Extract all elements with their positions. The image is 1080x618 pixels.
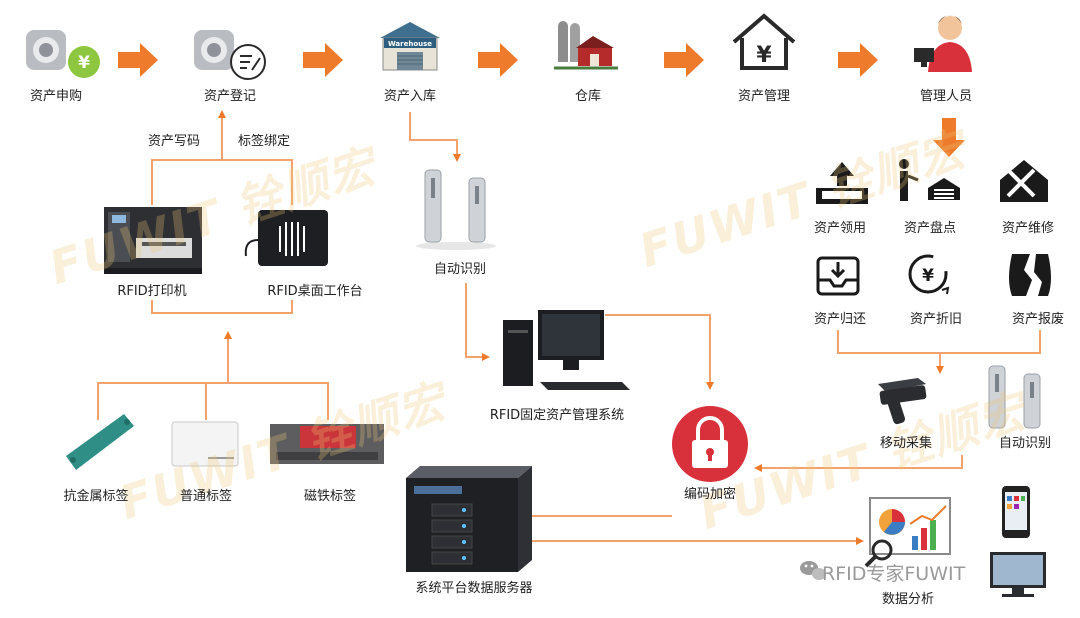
normal-tag-icon [171,421,239,467]
asset-use-icon [816,162,868,204]
wechat-icon [800,561,826,580]
arrow-right-3 [478,43,518,77]
line-system-lock [605,314,714,390]
monitor-icon [990,552,1046,597]
label-inbound: 资产入库 [383,89,437,104]
asset-repair-icon [1000,160,1048,202]
svg-text:¥: ¥ [756,43,772,68]
label-asset-depreciation: 资产折旧 [909,312,963,327]
magnet-tag-icon [270,424,384,464]
anti-metal-tag-icon [66,414,134,470]
warehouse-building-icon: Warehouse [380,22,440,71]
auto-id-reader-icon-2 [988,365,1041,429]
arrow-down-staff [933,118,965,157]
label-warehouse: 仓库 [574,89,602,104]
line-ops-bracket [837,330,1041,354]
connector-lines [97,110,1041,545]
label-auto-id-2: 自动识别 [998,436,1052,451]
arrow-right-4 [664,43,704,77]
label-staff: 管理人员 [919,89,973,104]
register-icon [194,30,266,80]
asset-house-icon: ¥ [732,13,796,70]
top-flow-arrows [118,43,965,157]
line-autoid-system [465,283,490,361]
label-write-code: 资产写码 [147,134,201,149]
label-encrypt: 编码加密 [683,487,737,502]
label-tag-binding: 标签绑定 [237,134,291,149]
purchase-icon: ¥ [26,30,100,78]
label-server: 系统平台数据服务器 [415,581,533,596]
line-printer-desk [151,300,293,314]
label-mobile-collect: 移动采集 [879,436,933,451]
auto-id-reader-icon-1 [416,169,496,250]
label-asset-repair: 资产维修 [1001,221,1055,236]
mobile-collector-icon [878,378,927,425]
label-asset-return: 资产归还 [813,312,867,327]
brand-label: RFID专家FUWIT [822,563,966,585]
svg-text:¥: ¥ [78,53,90,73]
lock-icon [672,406,748,482]
arrow-right-1 [118,43,158,77]
label-asset-scrap: 资产报废 [1011,312,1065,327]
arrow-right-5 [838,43,878,77]
warehouse-sign-text: Warehouse [388,40,432,48]
label-magnet-tag: 磁铁标签 [303,489,357,504]
asset-depreciation-icon: ¥ [908,254,950,295]
label-rfid-desktop: RFID桌面工作台 [267,284,363,299]
rfid-desktop-icon [244,210,328,266]
server-icon [406,466,532,572]
asset-return-icon [816,256,860,296]
line-tags-bracket [97,382,329,420]
label-auto-id-1: 自动识别 [433,262,487,277]
label-data-analysis: 数据分析 [881,592,935,607]
rfid-printer-icon [104,207,202,274]
line-mobile-lock [754,455,963,472]
label-asset-manage: 资产管理 [737,89,791,104]
label-rfid-system: RFID固定资产管理系统 [489,408,625,423]
line-inbound-autoid [409,112,461,162]
label-asset-inventory: 资产盘点 [903,221,957,236]
data-analysis-icon [864,497,951,568]
asset-scrap-icon [1009,254,1051,296]
label-register: 资产登记 [203,89,257,104]
arrow-right-2 [303,43,343,77]
label-anti-metal-tag: 抗金属标签 [63,489,129,504]
label-rfid-printer: RFID打印机 [117,284,187,299]
staff-icon [914,15,972,72]
phone-icon [1002,486,1030,538]
label-purchase: 资产申购 [29,89,83,104]
asset-inventory-icon [899,159,960,201]
svg-text:¥: ¥ [922,266,934,286]
barn-icon [554,21,618,70]
computer-system-icon [503,310,630,390]
label-asset-use: 资产领用 [813,221,867,236]
label-normal-tag: 普通标签 [179,489,233,504]
